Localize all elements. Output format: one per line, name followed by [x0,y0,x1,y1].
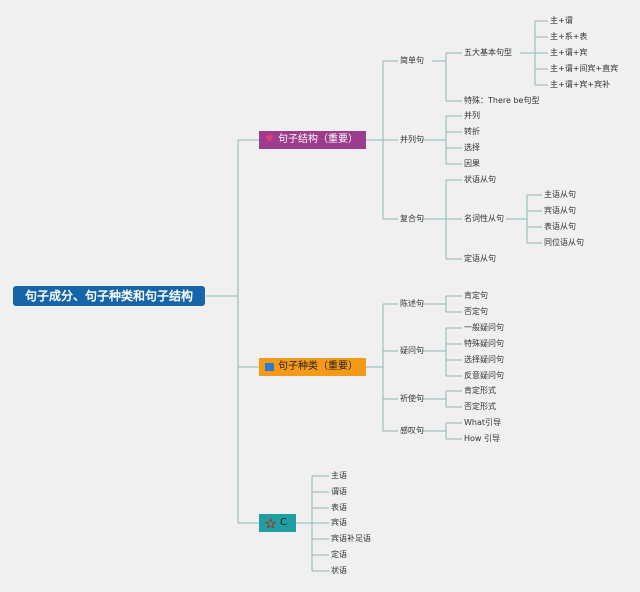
branch-label: C [280,517,287,528]
node-exclamatory[interactable]: 感叹句 [400,426,424,435]
node-subtype[interactable]: 肯定句 [464,291,488,300]
node-there-be[interactable]: 特殊：There be句型 [464,96,540,105]
branch-sentence-types[interactable]: 句子种类（重要） [259,358,366,376]
node-pattern[interactable]: 主+谓+宾 [550,48,588,57]
node-subtype[interactable]: 选择疑问句 [464,355,504,364]
node-subtype[interactable]: 一般疑问句 [464,323,504,332]
node-subtype[interactable]: 反意疑问句 [464,371,504,380]
branch-label: 句子结构（重要） [277,134,358,145]
branch-sentence-structure[interactable]: ♥ 句子结构（重要） [259,131,366,149]
node-five-patterns[interactable]: 五大基本句型 [464,48,512,57]
node-component[interactable]: 宾语 [331,518,347,527]
node-subtype[interactable]: 否定形式 [464,402,496,411]
node-adverbial-clause[interactable]: 状语从句 [464,175,496,184]
node-component[interactable]: 定语 [331,550,347,559]
root-topic[interactable]: 句子成分、句子种类和句子结构 [13,286,205,306]
node-interrogative[interactable]: 疑问句 [400,346,424,355]
node-compound-type[interactable]: 并列 [464,111,480,120]
node-subtype[interactable]: 特殊疑问句 [464,339,504,348]
node-noun-clause-type[interactable]: 宾语从句 [544,206,576,215]
node-attributive-clause[interactable]: 定语从句 [464,254,496,263]
node-component[interactable]: 状语 [331,566,347,575]
node-declarative[interactable]: 陈述句 [400,299,424,308]
node-component[interactable]: 表语 [331,503,347,512]
branch-sentence-components[interactable]: C [259,514,296,532]
node-component[interactable]: 主语 [331,471,347,480]
node-noun-clause-type[interactable]: 主语从句 [544,190,576,199]
branch-label: 句子种类（重要） [278,361,358,372]
node-pattern[interactable]: 主+谓+间宾+直宾 [550,64,619,73]
node-simple-sentence[interactable]: 简单句 [400,56,424,65]
node-subtype[interactable]: 肯定形式 [464,386,496,395]
node-pattern[interactable]: 主+谓 [550,16,573,25]
node-component[interactable]: 谓语 [331,487,347,496]
node-noun-clause-type[interactable]: 表语从句 [544,222,576,231]
star-icon [265,517,276,529]
node-complex-sentence[interactable]: 复合句 [400,214,424,223]
node-noun-clause-type[interactable]: 同位语从句 [544,238,584,247]
node-noun-clause[interactable]: 名词性从句 [464,214,504,223]
node-compound-type[interactable]: 选择 [464,143,480,152]
node-subtype[interactable]: How 引导 [464,434,500,443]
flag-icon [265,363,274,371]
node-imperative[interactable]: 祈使句 [400,394,424,403]
node-subtype[interactable]: 否定句 [464,307,488,316]
node-component[interactable]: 宾语补足语 [331,534,371,543]
node-compound-type[interactable]: 因果 [464,159,480,168]
node-compound-sentence[interactable]: 并列句 [400,135,424,144]
heart-icon: ♥ [265,134,274,145]
node-subtype[interactable]: What引导 [464,418,502,427]
node-compound-type[interactable]: 转折 [464,127,480,136]
node-pattern[interactable]: 主+系+表 [550,32,588,41]
node-pattern[interactable]: 主+谓+宾+宾补 [550,80,611,89]
